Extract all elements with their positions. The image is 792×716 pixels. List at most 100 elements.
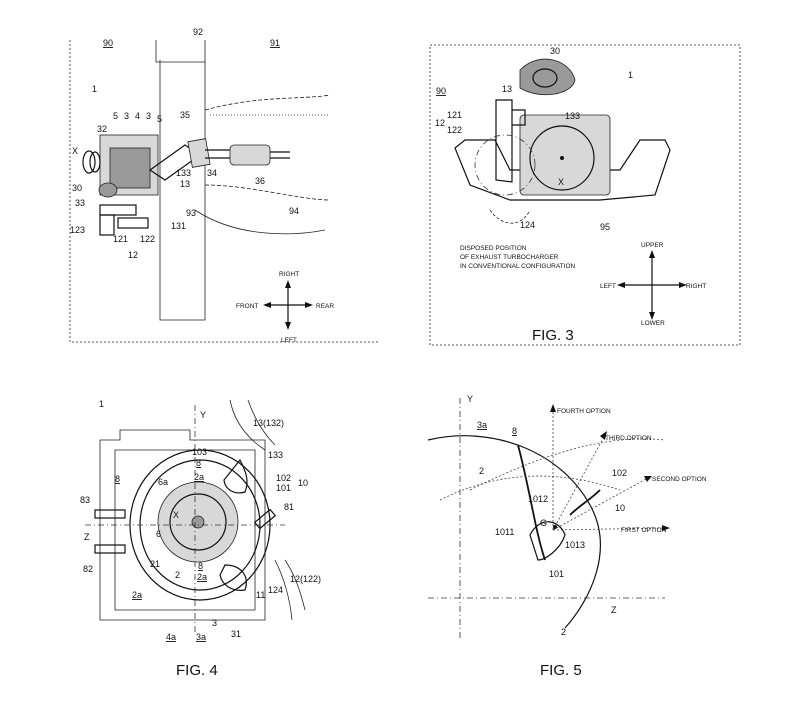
fig4-ref-13-132: 13(132): [253, 418, 284, 428]
fig2-dir-left: LEFT: [281, 337, 297, 344]
figure-3: 30 1 90 13 121 12 122 133 X 124 95 DISPO…: [429, 44, 741, 346]
fig3-note-line2: OF EXHAUST TURBOCHARGER: [460, 254, 559, 261]
fig3-ref-122: 122: [447, 125, 462, 135]
fig2-ref-123: 123: [70, 225, 85, 235]
fig3-ref-1: 1: [628, 70, 633, 80]
fig5-ref-z: Z: [611, 605, 617, 615]
fig4-ref-6a: 6a: [158, 477, 168, 487]
fig2-ref-5a: 5: [113, 111, 118, 121]
fig3-caption: FIG. 3: [532, 327, 574, 344]
fig2-ref-35: 35: [180, 110, 190, 120]
fig5-ref-2-bottom: 2: [561, 627, 566, 637]
fig4-ref-8b: 8: [115, 474, 120, 484]
fig5-fourth-option: FOURTH OPTION: [557, 408, 611, 415]
fig2-ref-1: 1: [92, 84, 97, 94]
fig3-note-line1: DISPOSED POSITION: [460, 245, 527, 252]
fig5-second-option: SECOND OPTION: [652, 476, 707, 483]
fig4-ref-82: 82: [83, 564, 93, 574]
fig4-ref-1: 1: [99, 399, 104, 409]
fig2-ref-36: 36: [255, 176, 265, 186]
fig2-ref-34: 34: [207, 168, 217, 178]
fig5-third-option: THIRD OPTION: [605, 435, 652, 442]
fig4-ref-3a: 3a: [196, 632, 206, 642]
fig3-direction-arrows: [617, 250, 687, 320]
fig4-ref-11: 11: [256, 590, 265, 600]
fig4-ref-10: 10: [298, 478, 308, 488]
fig2-ref-90: 90: [103, 38, 113, 48]
fig4-ref-83: 83: [80, 495, 90, 505]
fig2-ref-93: 93: [186, 208, 196, 218]
fig3-dir-upper: UPPER: [641, 242, 664, 249]
fig3-dir-left: LEFT: [600, 283, 616, 290]
fig2-ref-3b: 3: [146, 111, 151, 121]
fig5-ref-102: 102: [612, 468, 627, 478]
fig2-ref-4: 4: [135, 111, 140, 121]
fig4-ref-4a: 4a: [166, 632, 176, 642]
fig2-ref-94: 94: [289, 206, 299, 216]
fig4-ref-6: 6: [156, 529, 161, 539]
fig2-dir-rear: REAR: [316, 303, 334, 310]
fig2-ref-122: 122: [140, 234, 155, 244]
figure-2: 90 91 92 1 5 3 4 3 5 35 32 X 30 33 133 1…: [69, 27, 380, 344]
fig2-ref-3a: 3: [124, 111, 129, 121]
fig4-ref-124: 124: [268, 585, 283, 595]
fig3-note-line3: IN CONVENTIONAL CONFIGURATION: [460, 263, 576, 270]
fig4-caption: FIG. 4: [176, 662, 218, 679]
fig4-ref-8a: 8: [196, 458, 201, 468]
fig5-ref-1012: 1012: [528, 494, 548, 504]
fig3-ref-95: 95: [600, 222, 610, 232]
fig5-ref-101: 101: [549, 569, 564, 579]
fig5-first-option: FIRST OPTION: [621, 527, 667, 534]
fig4-ref-2: 2: [175, 570, 180, 580]
fig5-ref-10: 10: [615, 503, 625, 513]
fig5-ref-y: Y: [467, 394, 473, 404]
fig5-ref-2-top: 2: [479, 466, 484, 476]
fig4-ref-103: 103: [192, 447, 207, 457]
fig5-caption: FIG. 5: [540, 662, 582, 679]
fig2-ref-131: 131: [171, 221, 186, 231]
fig4-ref-101: 101: [276, 483, 291, 493]
fig4-ref-2a-mid: 2a: [197, 572, 207, 582]
fig2-ref-133: 133: [176, 168, 191, 178]
fig4-ref-x: X: [173, 510, 179, 520]
fig3-ref-124: 124: [520, 220, 535, 230]
fig3-ref-133: 133: [565, 111, 580, 121]
figure-5: Y 3a 8 2 FOURTH OPTION THIRD OPTION 102 …: [427, 394, 707, 679]
fig3-dir-right: RIGHT: [686, 283, 706, 290]
fig4-ref-81: 81: [284, 502, 294, 512]
fig2-ref-5b: 5: [157, 114, 162, 124]
fig4-ref-21: 21: [150, 559, 160, 569]
figure-4: 1 Y 13(132) 103 133 8 8 2a 102 10 101 6a…: [80, 399, 321, 679]
fig4-ref-z: Z: [84, 532, 90, 542]
fig3-ref-12: 12: [435, 118, 445, 128]
fig2-ref-121: 121: [113, 234, 128, 244]
fig4-ref-12-122: 12(122): [290, 574, 321, 584]
fig4-ref-133: 133: [268, 450, 283, 460]
fig2-ref-13: 13: [180, 179, 190, 189]
fig5-ref-3a: 3a: [477, 420, 487, 430]
fig2-ref-91: 91: [270, 38, 280, 48]
fig4-ref-31: 31: [231, 629, 241, 639]
fig2-ref-92: 92: [193, 27, 203, 37]
fig3-ref-x: X: [558, 177, 564, 187]
fig2-ref-32: 32: [97, 124, 107, 134]
fig3-dir-lower: LOWER: [641, 320, 665, 327]
fig2-dir-right: RIGHT: [279, 271, 299, 278]
fig5-ref-8: 8: [512, 426, 517, 436]
fig3-ref-13: 13: [502, 84, 512, 94]
fig5-ref-g: G: [540, 518, 547, 528]
fig2-ref-12: 12: [128, 250, 138, 260]
fig4-ref-2a-top: 2a: [194, 472, 204, 482]
fig2-ref-x: X: [72, 146, 78, 156]
fig4-ref-8c: 8: [198, 561, 203, 571]
fig2-direction-arrows: [263, 280, 313, 330]
fig3-ref-90: 90: [436, 86, 446, 96]
fig2-ref-30: 30: [72, 183, 82, 193]
fig3-ref-121: 121: [447, 110, 462, 120]
fig3-ref-30: 30: [550, 46, 560, 56]
fig2-dir-front: FRONT: [236, 303, 258, 310]
fig4-ref-102: 102: [276, 473, 291, 483]
fig5-ref-1013: 1013: [565, 540, 585, 550]
fig4-ref-3: 3: [212, 618, 217, 628]
